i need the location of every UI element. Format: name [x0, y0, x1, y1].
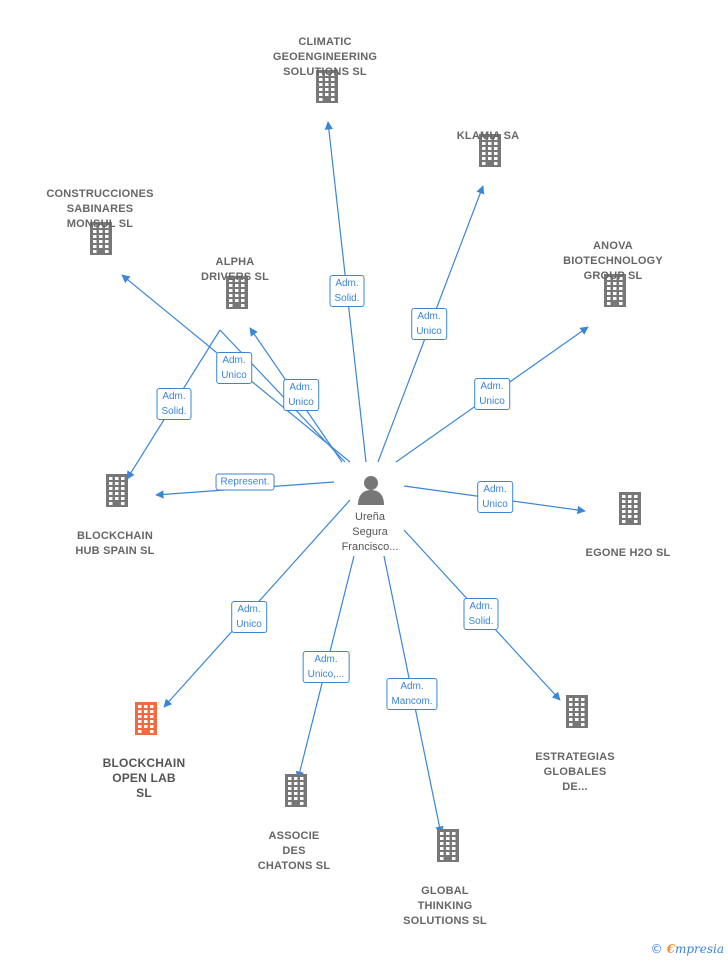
company-name-climatic[interactable]: CLIMATIC GEOENGINEERING SOLUTIONS SL — [272, 36, 378, 78]
company-name-egone[interactable]: EGONE H2O SL — [585, 547, 671, 559]
company-name-anova[interactable]: ANOVA BIOTECHNOLOGY GROUP SL — [563, 240, 663, 282]
footer-brand: ©€mpresia — [651, 942, 724, 956]
building-icon[interactable] — [433, 828, 463, 867]
company-name-klamia[interactable]: KLAMIA SA — [456, 130, 520, 142]
company-name-blockchain-hub[interactable]: BLOCKCHAIN HUB SPAIN SL — [75, 530, 155, 557]
building-icon[interactable] — [102, 473, 132, 512]
relation-label-r-associe[interactable]: Adm. Unico,... — [302, 651, 350, 683]
relation-label-r-open[interactable]: Adm. Unico — [231, 601, 267, 633]
relation-label-r-alpha-hub[interactable]: Adm. Solid. — [156, 388, 192, 420]
company-name-associe[interactable]: ASSOCIE DES CHATONS SL — [257, 830, 331, 872]
relation-label-r-egone[interactable]: Adm. Unico — [477, 481, 513, 513]
person-icon — [358, 476, 384, 505]
building-icon[interactable] — [222, 275, 252, 314]
relation-label-r-construcciones[interactable]: Adm. Unico — [216, 352, 252, 384]
company-name-global[interactable]: GLOBAL THINKING SOLUTIONS SL — [403, 885, 487, 927]
building-icon[interactable] — [615, 491, 645, 530]
relation-label-r-climatic[interactable]: Adm. Solid. — [329, 275, 365, 307]
brand-logo-e: € — [666, 942, 675, 956]
building-icon[interactable] — [600, 273, 630, 312]
building-icon[interactable] — [562, 694, 592, 733]
relation-label-r-hub[interactable]: Represent. — [215, 473, 275, 491]
company-name-construcciones[interactable]: CONSTRUCCIONES SABINARES MONSUL SL — [46, 188, 154, 230]
building-icon[interactable] — [86, 221, 116, 260]
building-icon[interactable] — [131, 701, 161, 740]
building-icon[interactable] — [312, 69, 342, 108]
company-name-blockchain-open[interactable]: BLOCKCHAIN OPEN LAB SL — [102, 756, 186, 800]
building-icon[interactable] — [281, 773, 311, 812]
company-name-alpha[interactable]: ALPHA DRIVERS SL — [200, 256, 270, 283]
relation-label-r-alpha[interactable]: Adm. Unico — [283, 379, 319, 411]
person-node[interactable] — [356, 474, 386, 506]
relation-label-r-anova[interactable]: Adm. Unico — [474, 378, 510, 410]
relation-label-r-estrategias[interactable]: Adm. Solid. — [463, 598, 499, 630]
company-name-estrategias[interactable]: ESTRATEGIAS GLOBALES DE... — [535, 751, 615, 793]
building-icon[interactable] — [475, 133, 505, 172]
relation-label-r-klamia[interactable]: Adm. Unico — [411, 308, 447, 340]
person-label: Ureña Segura Francisco... — [341, 511, 399, 553]
relation-label-r-global[interactable]: Adm. Mancom. — [386, 678, 438, 710]
brand-logo-text: mpresia — [674, 942, 724, 956]
copyright-symbol: © — [650, 942, 663, 956]
